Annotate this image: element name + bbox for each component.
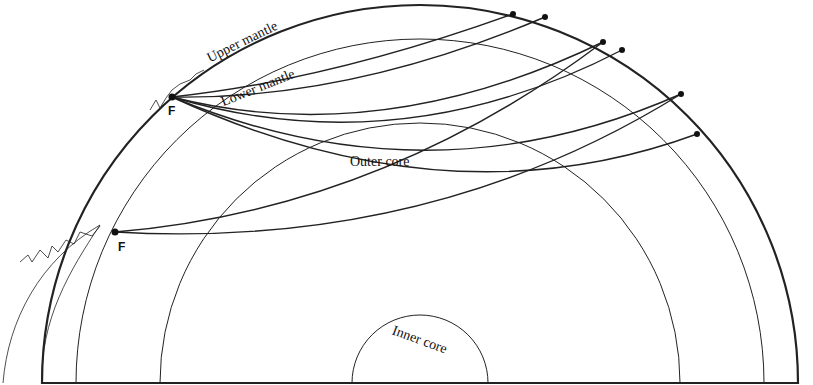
layer-label: Lower mantle — [219, 67, 297, 109]
earth-surface — [42, 5, 798, 383]
continent — [20, 226, 100, 262]
layer-label: Inner core — [390, 324, 448, 357]
seismic-rays — [115, 14, 697, 234]
layer-label: Outer core — [350, 155, 409, 169]
layer-label: Upper mantle — [205, 19, 280, 65]
outline — [3, 225, 100, 383]
focus-label: F — [118, 241, 125, 253]
mantle-boundary — [76, 39, 764, 383]
focus-label: F — [168, 105, 175, 117]
station-dots — [112, 11, 701, 236]
core-boundary — [160, 123, 680, 383]
inner-core-boundary — [352, 315, 488, 383]
